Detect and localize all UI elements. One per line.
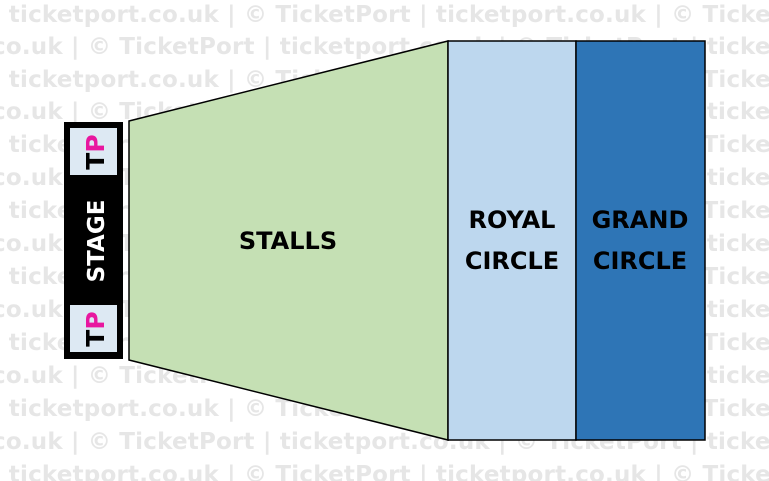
royal-circle-area <box>447 40 577 441</box>
watermark-line: | ticketport.co.uk | © TicketPort | tick… <box>0 462 769 481</box>
logo-tile-bottom <box>70 305 117 352</box>
section-royal-circle[interactable]: ROYAL CIRCLE <box>447 40 577 441</box>
stage-label: STAGE <box>84 200 110 283</box>
logo-p: P <box>81 134 110 152</box>
svg-text:TP: TP <box>81 311 110 346</box>
royal-circle-label-line2: CIRCLE <box>465 247 559 275</box>
section-grand-circle[interactable]: GRAND CIRCLE <box>575 40 706 441</box>
ticketport-logo-top: TP <box>81 134 110 169</box>
section-stalls[interactable]: STALLS <box>128 40 449 441</box>
royal-circle-label-line1: ROYAL <box>469 206 556 234</box>
grand-circle-area <box>575 40 706 441</box>
ticketport-logo-bottom: TP <box>81 311 110 346</box>
logo-p: P <box>81 311 110 329</box>
grand-circle-label-line2: CIRCLE <box>593 247 687 275</box>
logo-t: T <box>81 330 110 347</box>
watermark-line: | ticketport.co.uk | © TicketPort | tick… <box>0 2 769 28</box>
logo-t: T <box>81 153 110 170</box>
logo-tile-top <box>70 128 117 175</box>
stage[interactable]: TP STAGE TP <box>64 122 123 359</box>
grand-circle-label-line1: GRAND <box>592 206 689 234</box>
svg-text:TP: TP <box>81 134 110 169</box>
stalls-label: STALLS <box>239 227 337 255</box>
